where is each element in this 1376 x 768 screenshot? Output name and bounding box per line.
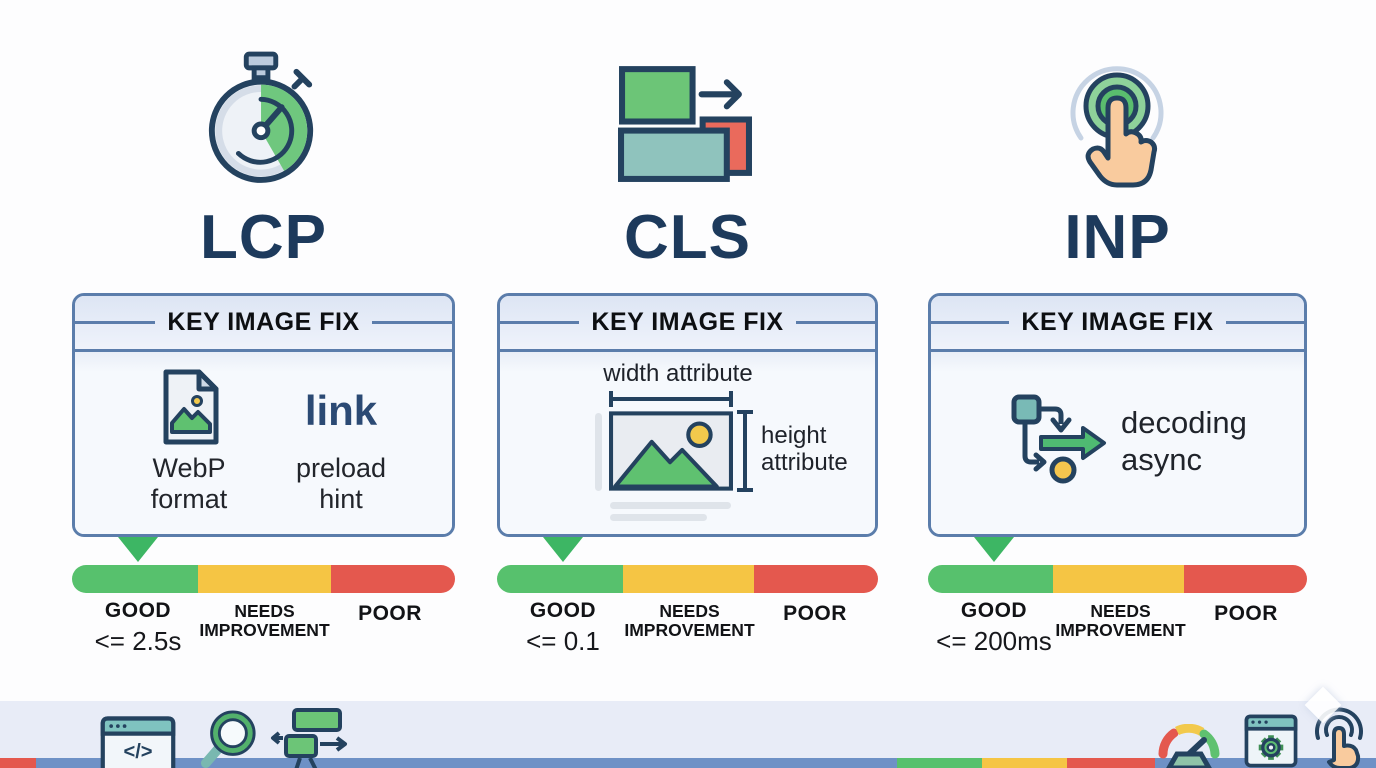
skeleton-bar-left [595,413,602,491]
height-attribute-label: height attribute [761,422,848,476]
lcp-rating-bar [72,565,455,593]
lcp-threshold: <= 2.5s [94,626,182,656]
lcp-marker-arrow-icon [118,537,158,562]
skeleton-line-2 [610,514,707,521]
header-rule-right [1225,321,1304,324]
lcp-needs-label: NEEDS IMPROVEMENT [199,601,330,640]
header-rule-left [75,321,156,324]
inp-threshold: <= 200ms [936,626,1052,656]
decoding-async-label: decoding async [1121,405,1247,477]
lcp-fix-header: KEY IMAGE FIX [75,296,452,352]
cls-poor-label: POOR [783,602,847,625]
lcp-good-label: GOOD <= 2.5s [66,599,210,657]
cls-title: CLS [624,203,751,272]
skeleton-line-1 [610,502,731,509]
inp-rating-bar [928,565,1307,593]
inp-fix-header: KEY IMAGE FIX [931,296,1304,352]
footer-bar [0,758,1376,768]
lcp-poor-segment [330,565,455,593]
cls-fix-content: width attribute height attribute [500,352,875,534]
cls-fix-title: KEY IMAGE FIX [591,308,784,336]
inp-good-segment [928,565,1054,593]
inp-fix-box: KEY IMAGE FIX decoding async [928,293,1307,537]
lcp-scale-labels: GOOD <= 2.5s NEEDS IMPROVEMENT POOR [72,599,455,689]
header-rule-left [931,321,1010,324]
flowchart-icon [1011,394,1106,484]
inp-title: INP [1064,203,1171,272]
height-measure-line [737,410,753,492]
footer-bar-red-right [1067,758,1155,768]
cls-good-segment [497,565,623,593]
magnifier-icon [200,710,256,768]
webp-file-icon [163,369,219,445]
link-keyword: link [304,387,378,434]
cls-fix-header: KEY IMAGE FIX [500,296,875,352]
layout-boxes-icon [271,708,347,768]
cls-poor-segment [754,565,878,593]
cls-needs-segment [622,565,755,593]
cls-threshold: <= 0.1 [526,626,600,656]
preload-hint-label: preload hint [295,453,387,514]
lcp-good-segment [72,565,199,593]
cls-needs-label: NEEDS IMPROVEMENT [624,601,755,640]
lcp-fix-title: KEY IMAGE FIX [167,308,360,336]
gauge-icon [1158,724,1220,768]
image-placeholder-icon [609,411,733,491]
inp-poor-segment [1183,565,1307,593]
lcp-needs-segment [198,565,331,593]
inp-needs-segment [1053,565,1184,593]
width-measure-line [609,391,733,407]
footer-bar-red-left [0,758,36,768]
width-attribute-label: width attribute [603,360,753,387]
inp-poor-label: POOR [1214,602,1278,625]
inp-marker-arrow-icon [974,537,1014,562]
footer-bar-green [897,758,982,768]
layout-shift-icon [618,66,752,182]
svg-text:</>: </> [123,741,152,763]
lcp-title: LCP [200,203,327,272]
header-rule-left [500,321,580,324]
cls-marker-arrow-icon [543,537,583,562]
cls-good-label: GOOD <= 0.1 [491,599,635,657]
click-hand-icon [1315,707,1363,768]
inp-fix-title: KEY IMAGE FIX [1021,308,1214,336]
lcp-fix-content: WebP format link preload hint [75,352,452,534]
inp-scale-labels: GOOD <= 200ms NEEDS IMPROVEMENT POOR [928,599,1307,689]
tap-icon [1070,66,1164,188]
stopwatch-icon [208,51,314,183]
inp-good-label: GOOD <= 200ms [922,599,1066,657]
lcp-poor-label: POOR [358,602,422,625]
webp-format-label: WebP format [150,453,228,514]
cls-rating-bar [497,565,878,593]
footer-bar-yellow [982,758,1067,768]
code-browser-icon: </> [100,716,176,768]
cls-fix-box: KEY IMAGE FIX width attribute he [497,293,878,537]
inp-fix-content: decoding async [931,352,1304,534]
settings-browser-icon [1244,714,1298,768]
lcp-fix-box: KEY IMAGE FIX WebP format link preload h… [72,293,455,537]
header-rule-right [795,321,875,324]
header-rule-right [371,321,452,324]
inp-needs-label: NEEDS IMPROVEMENT [1055,601,1186,640]
cls-scale-labels: GOOD <= 0.1 NEEDS IMPROVEMENT POOR [497,599,878,689]
